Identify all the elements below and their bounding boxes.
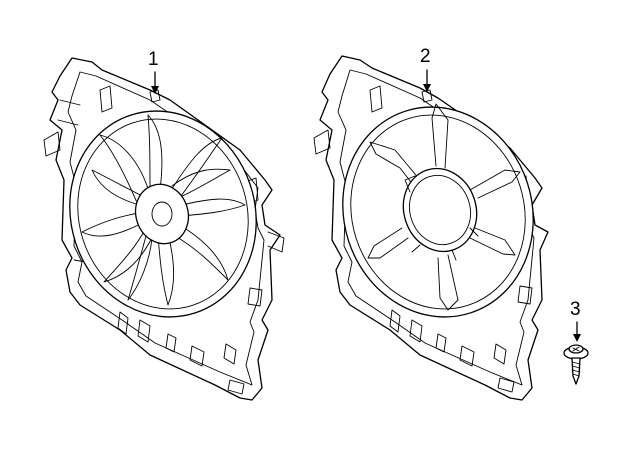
fan-assembly-with-blades-icon xyxy=(43,57,285,401)
fan-shroud-icon xyxy=(313,55,549,401)
callout-3: 3 xyxy=(570,299,581,320)
screw-icon xyxy=(563,344,589,385)
callout-1: 1 xyxy=(148,49,159,70)
callout-arrows xyxy=(151,69,581,342)
callout-2: 2 xyxy=(420,46,431,67)
